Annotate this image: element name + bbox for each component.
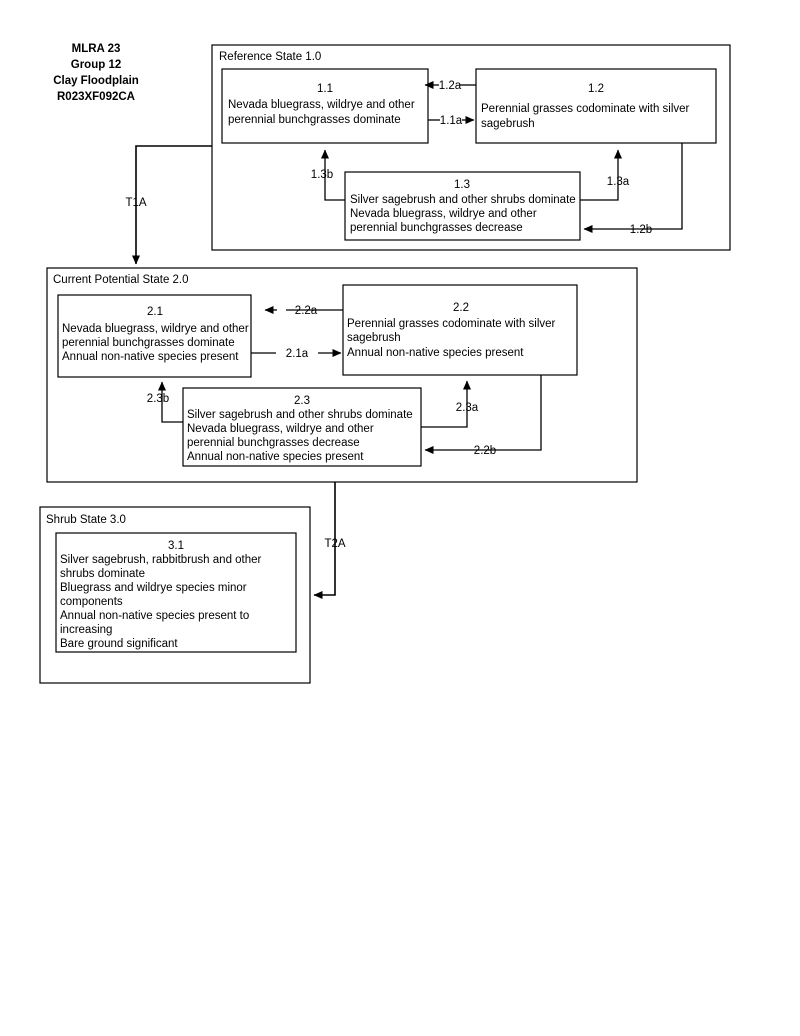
connector-path-2-2b <box>424 375 542 454</box>
title-line-2: Group 12 <box>71 59 121 71</box>
connector-label-2-2a: 2.2a <box>295 305 318 317</box>
transition-t1a: T1A <box>125 145 212 265</box>
phase-box-1-2[interactable]: 1.2 Perennial grasses codominate with si… <box>475 68 717 144</box>
phase-box-2-1[interactable]: 2.1 Nevada bluegrass, wildrye and other … <box>57 294 252 378</box>
connector-1-2a: 1.2a <box>424 80 476 92</box>
state-label-current-potential-state: Current Potential State 2.0 <box>53 274 189 286</box>
phase-rect-2-1[interactable] <box>57 294 252 378</box>
phase-number-2-3: 2.3 <box>294 395 310 407</box>
state-container-3 <box>39 506 311 684</box>
phase-text-1-2-line-2: sagebrush <box>481 118 535 130</box>
phase-text-2-1-line-2: perennial bunchgrasses dominate <box>62 337 235 349</box>
title-line-3: Clay Floodplain <box>53 75 139 87</box>
state-label-reference-state: Reference State 1.0 <box>219 51 321 63</box>
phase-number-2-1: 2.1 <box>147 306 163 318</box>
phase-text-1-1-line-1: Nevada bluegrass, wildrye and other <box>228 99 415 111</box>
diagram-title-block: MLRA 23 Group 12 Clay Floodplain R023XF0… <box>53 43 139 103</box>
connector-label-1-3b: 1.3b <box>311 169 333 181</box>
connector-path-1-2b <box>583 143 683 233</box>
connector-label-2-2b: 2.2b <box>474 445 496 457</box>
phase-text-1-1-line-2: perennial bunchgrasses dominate <box>228 114 401 126</box>
transition-path-t2a <box>313 482 336 599</box>
phase-text-1-3-line-3: perennial bunchgrasses decrease <box>350 222 523 234</box>
transition-t2a: T2A <box>313 482 346 599</box>
phase-text-2-1-line-1: Nevada bluegrass, wildrye and other <box>62 323 249 335</box>
phase-text-3-1-line-4: components <box>60 596 123 608</box>
phase-text-2-3-line-3: perennial bunchgrasses decrease <box>187 437 360 449</box>
phase-text-2-2-line-3: Annual non-native species present <box>347 347 524 359</box>
phase-text-2-3-line-1: Silver sagebrush and other shrubs domina… <box>187 409 413 421</box>
transition-path-t1a <box>132 145 212 265</box>
connector-path-1-3a <box>580 149 622 201</box>
connector-path-2-3a <box>421 380 471 428</box>
phase-number-3-1: 3.1 <box>168 540 184 552</box>
phase-text-2-3-line-4: Annual non-native species present <box>187 451 364 463</box>
phase-number-2-2: 2.2 <box>453 302 469 314</box>
connector-label-1-1a: 1.1a <box>440 115 463 127</box>
phase-rect-3-1[interactable] <box>55 532 297 653</box>
connector-1-1a: 1.1a <box>428 115 475 127</box>
title-line-1: MLRA 23 <box>72 43 121 55</box>
connector-label-2-1a: 2.1a <box>286 348 309 360</box>
state-container-2 <box>46 267 638 483</box>
connector-label-2-3b: 2.3b <box>147 393 169 405</box>
connector-label-1-3a: 1.3a <box>607 176 630 188</box>
state-box-reference-state: Reference State 1.0 1.1 Nevada bluegrass… <box>211 44 731 251</box>
state-label-shrub-state: Shrub State 3.0 <box>46 514 126 526</box>
phase-number-1-1: 1.1 <box>317 83 333 95</box>
connector-1-2b: 1.2b <box>583 143 683 236</box>
connector-label-2-3a: 2.3a <box>456 402 479 414</box>
phase-rect-1-2[interactable] <box>475 68 717 144</box>
phase-text-2-2-line-1: Perennial grasses codominate with silver <box>347 318 556 330</box>
state-container-1 <box>211 44 731 251</box>
state-box-current-potential-state: Current Potential State 2.0 2.1 Nevada b… <box>46 267 638 483</box>
title-line-4: R023XF092CA <box>57 91 135 103</box>
phase-text-2-3-line-2: Nevada bluegrass, wildrye and other <box>187 423 374 435</box>
phase-rect-2-3[interactable] <box>182 387 422 467</box>
phase-text-3-1-line-2: shrubs dominate <box>60 568 145 580</box>
connector-label-1-2a: 1.2a <box>439 80 462 92</box>
connector-label-1-2b: 1.2b <box>630 224 652 236</box>
phase-text-3-1-line-6: increasing <box>60 624 112 636</box>
phase-number-1-3: 1.3 <box>454 179 470 191</box>
connector-2-1a: 2.1a <box>251 348 342 360</box>
connector-path-1-3b <box>321 149 345 201</box>
connector-2-3a: 2.3a <box>421 380 479 428</box>
transition-label-t1a: T1A <box>125 197 146 209</box>
connector-1-3b: 1.3b <box>311 149 345 201</box>
state-box-shrub-state: Shrub State 3.0 3.1 Silver sagebrush, ra… <box>39 506 311 684</box>
connector-path-2-3b <box>158 381 183 423</box>
phase-text-3-1-line-1: Silver sagebrush, rabbitbrush and other <box>60 554 262 566</box>
transition-label-t2a: T2A <box>324 538 345 550</box>
phase-box-2-3[interactable]: 2.3 Silver sagebrush and other shrubs do… <box>182 387 422 467</box>
phase-rect-1-1[interactable] <box>221 68 429 144</box>
phase-text-1-3-line-1: Silver sagebrush and other shrubs domina… <box>350 194 576 206</box>
connector-2-2a: 2.2a <box>264 305 343 317</box>
phase-text-1-2-line-1: Perennial grasses codominate with silver <box>481 103 690 115</box>
phase-number-1-2: 1.2 <box>588 83 604 95</box>
phase-box-1-3[interactable]: 1.3 Silver sagebrush and other shrubs do… <box>344 171 581 241</box>
phase-text-2-2-line-2: sagebrush <box>347 332 401 344</box>
phase-rect-1-3[interactable] <box>344 171 581 241</box>
phase-text-3-1-line-7: Bare ground significant <box>60 638 178 650</box>
phase-box-3-1[interactable]: 3.1 Silver sagebrush, rabbitbrush and ot… <box>55 532 297 653</box>
phase-rect-2-2[interactable] <box>342 284 578 376</box>
phase-box-2-2[interactable]: 2.2 Perennial grasses codominate with si… <box>342 284 578 376</box>
phase-text-3-1-line-5: Annual non-native species present to <box>60 610 249 622</box>
phase-text-1-3-line-2: Nevada bluegrass, wildrye and other <box>350 208 537 220</box>
phase-text-3-1-line-3: Bluegrass and wildrye species minor <box>60 582 247 594</box>
connector-2-2b: 2.2b <box>424 375 542 457</box>
phase-box-1-1[interactable]: 1.1 Nevada bluegrass, wildrye and other … <box>221 68 429 144</box>
connector-1-3a: 1.3a <box>580 149 630 201</box>
phase-text-2-1-line-3: Annual non-native species present <box>62 351 239 363</box>
connector-2-3b: 2.3b <box>147 381 183 423</box>
